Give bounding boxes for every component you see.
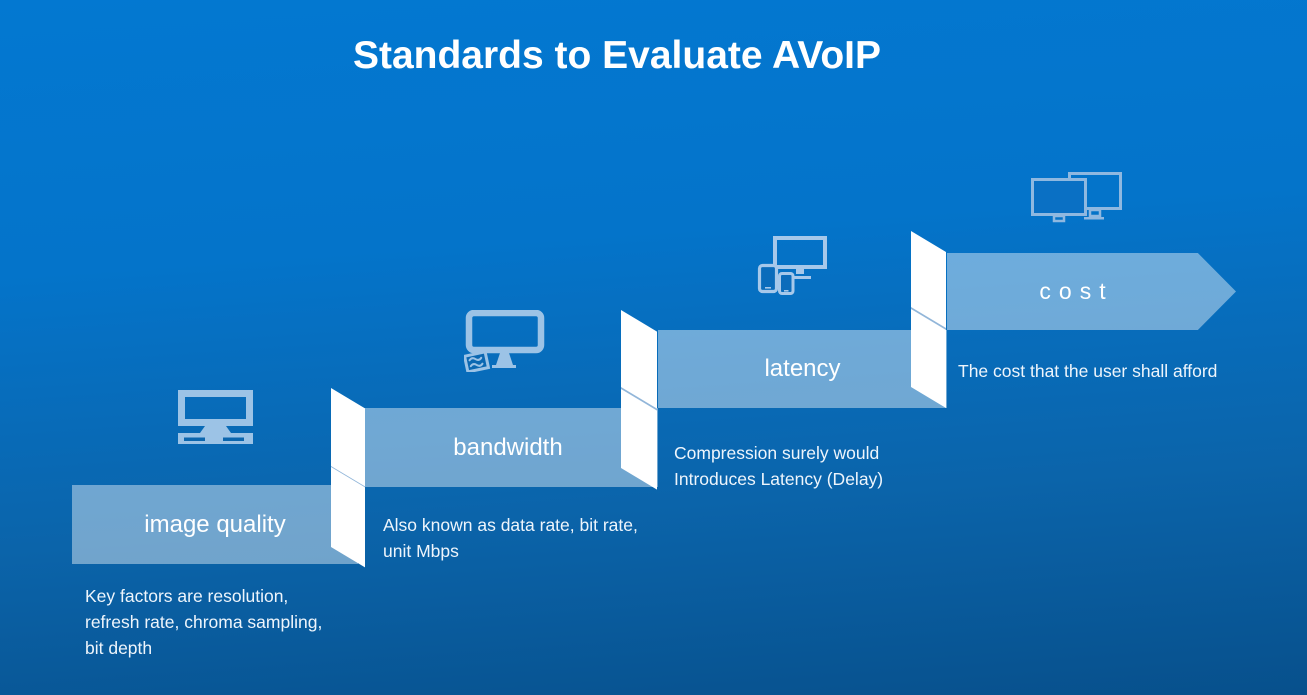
- step-description-image-quality: Key factors are resolution, refresh rate…: [85, 586, 323, 658]
- step-band-bandwidth: bandwidth: [358, 408, 658, 487]
- fold-divider-icon: [911, 231, 946, 409]
- step-description-bandwidth: Also known as data rate, bit rate, unit …: [383, 515, 638, 561]
- page-title: Standards to Evaluate AVoIP: [352, 34, 882, 77]
- fold-divider-icon: [331, 388, 365, 568]
- step-description-latency: Compression surely would Introduces Late…: [674, 443, 884, 489]
- monitor-note-icon: [464, 310, 545, 372]
- fold-divider-icon: [621, 310, 657, 490]
- dual-monitor-icon: [1031, 172, 1122, 223]
- step-label-bandwidth: bandwidth: [453, 433, 563, 461]
- desktop-monitor-icon: [178, 390, 253, 444]
- step-label-latency: latency: [764, 355, 841, 382]
- fold-seam: [331, 465, 365, 488]
- fold-seam: [911, 307, 946, 330]
- step-description-cost: The cost that the user shall afford: [958, 361, 1218, 381]
- step-label-image-quality: image quality: [144, 510, 286, 538]
- step-band-latency: latency: [658, 330, 947, 408]
- multi-device-icon: [757, 236, 827, 295]
- step-band-cost: cost: [947, 253, 1236, 330]
- step-band-image-quality: image quality: [72, 485, 358, 564]
- fold-seam: [621, 387, 657, 411]
- step-label-cost: cost: [1039, 278, 1114, 304]
